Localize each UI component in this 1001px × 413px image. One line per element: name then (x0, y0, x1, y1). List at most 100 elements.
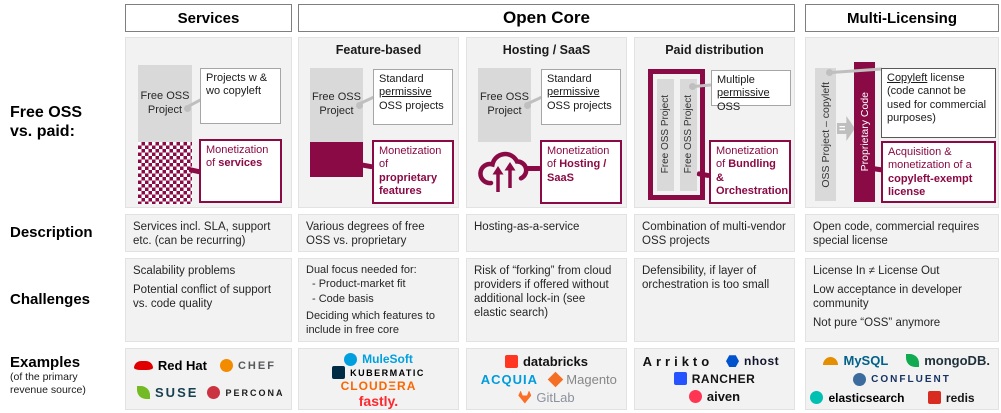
databricks-logo-text: databricks (522, 353, 589, 369)
free-oss-bar-label: Free OSS Project (659, 95, 671, 174)
rancher-logo-icon (673, 372, 687, 386)
logo-redhat: Red Hat (133, 358, 207, 373)
cloudera-logo-text: CLOUDΞRA (340, 379, 417, 393)
row-label-description: Description (2, 214, 122, 252)
monetization-bold: Bundling & Orchestration (716, 158, 789, 198)
diagram-feature-based: Feature-based Free OSS Project Standard … (298, 37, 459, 208)
header-services: Services (125, 4, 292, 32)
row-label-examples-subtext: (of the primary revenue source) (10, 371, 86, 396)
challenge-text: Risk of “forking” from cloud providers i… (474, 265, 612, 320)
challenges-paid-distribution: Defensibility, if layer of orchestration… (634, 258, 795, 342)
cloud-upload-icon (478, 151, 529, 192)
header-open-core-label: Open Core (503, 8, 590, 27)
note-text-post: license (code cannot be used for commerc… (887, 72, 987, 125)
free-oss-box: Free OSS Project (478, 68, 531, 142)
header-services-label: Services (177, 9, 240, 27)
proprietary-code-bar-label: Proprietary Code (858, 92, 871, 172)
description-multi-licensing: Open code, commercial requires special l… (805, 214, 999, 252)
header-multi-licensing-label: Multi-Licensing (847, 9, 957, 27)
acquia-logo-text: ACQUIA (480, 371, 539, 387)
copyleft-note-box: Copyleft license (code cannot be used fo… (881, 68, 996, 138)
magento-logo-text: Magento (566, 371, 617, 387)
note-text-post: OSS projects (379, 99, 444, 112)
challenges-multi-licensing: License In ≠ License Out Low acceptance … (805, 258, 999, 342)
equals-label: = (839, 122, 846, 135)
row-label-examples-text: Examples (10, 354, 81, 371)
row-label-challenges-text: Challenges (10, 291, 91, 309)
challenge-bullet: - Product-market fit (312, 278, 406, 291)
challenge-text: Defensibility, if layer of orchestration… (642, 265, 770, 292)
description-services: Services incl. SLA, support etc. (can be… (125, 214, 292, 252)
proprietary-block (310, 142, 363, 177)
confluent-logo-text: CONFLUENT (871, 373, 951, 385)
challenge-text: Deciding which features to include in fr… (306, 310, 436, 336)
nhost-logo-text: nhost (744, 354, 780, 369)
monetization-box: Monetization of services (199, 139, 282, 203)
challenge-text: Not pure “OSS” anymore (813, 317, 941, 330)
mongodb-logo-icon (906, 354, 920, 368)
note-underlined: permissive (379, 86, 432, 99)
description-text: Open code, commercial requires special l… (813, 221, 980, 248)
free-oss-box-label: Free OSS Project (480, 91, 529, 117)
monetization-text: Monetization of (379, 145, 442, 171)
magento-logo-icon (548, 371, 564, 387)
logo-gitlab: GitLab (513, 390, 581, 405)
suse-logo-icon (137, 386, 151, 399)
note-box: Standard permissive OSS projects (541, 69, 621, 125)
logo-magento: Magento (548, 371, 618, 387)
free-oss-box: Free OSS Project (138, 65, 192, 142)
logo-databricks: databricks (504, 353, 589, 369)
row-label-description-text: Description (10, 224, 93, 242)
fastly-logo-text: fastly. (358, 393, 399, 409)
monetization-text: Acquisition & monetization of a (888, 146, 972, 172)
oss-project-bar-label: OSS Project – copyleft (819, 81, 832, 188)
subheader-hosting-saas: Hosting / SaaS (502, 43, 591, 57)
aiven-logo-icon (688, 390, 702, 404)
monetization-text: Monetization of (547, 145, 610, 171)
logo-percona: PERCONA (207, 386, 284, 399)
connector-dot (184, 105, 191, 112)
gitlab-logo-icon (518, 390, 532, 404)
row-label-examples: Examples (of the primary revenue source) (2, 348, 122, 410)
logo-chef: CHEF (213, 359, 283, 372)
equals-arrow-icon: = (837, 116, 855, 141)
row-label-free-oss-text: Free OSS vs. paid: (10, 104, 83, 140)
challenge-text: Low acceptance in developer community (813, 284, 962, 311)
monetization-box: Monetization of Bundling & Orchestration (709, 140, 791, 204)
mulesoft-logo-icon (344, 352, 358, 366)
note-box: Projects w & wo copyleft (200, 68, 281, 124)
subheader-paid-distribution: Paid distribution (665, 43, 764, 57)
bundle-frame: Free OSS Project Free OSS Project (648, 69, 705, 200)
logo-suse: SUSE (133, 385, 203, 400)
logo-confluent: CONFLUENT (814, 372, 991, 386)
monetization-bold: proprietary features (379, 171, 438, 198)
free-oss-bar-label: Free OSS Project (682, 95, 694, 174)
free-oss-bar: Free OSS Project (656, 78, 674, 191)
aiven-logo-text: aiven (706, 389, 741, 405)
diagram-hosting-saas: Hosting / SaaS Free OSS Project Standard… (466, 37, 627, 208)
connector-dot (524, 102, 531, 109)
rancher-logo-text: RANCHER (691, 371, 756, 386)
logo-aiven: aiven (681, 389, 749, 404)
monetization-bold: Hosting / SaaS (547, 158, 607, 184)
note-text: Standard (379, 73, 424, 85)
logo-nhost: nhost (719, 354, 787, 368)
challenge-text: License In ≠ License Out (813, 265, 940, 277)
chef-logo-text: CHEF (237, 359, 276, 372)
challenges-feature-based: Dual focus needed for: - Product-market … (298, 258, 459, 342)
diagram-paid-distribution: Paid distribution Free OSS Project Free … (634, 37, 795, 208)
description-text: Services incl. SLA, support etc. (can be… (133, 221, 271, 248)
kubermatic-logo-icon (332, 366, 346, 379)
header-open-core: Open Core (298, 4, 795, 32)
diagram-multi-licensing: OSS Project – copyleft = Proprietary Cod… (805, 37, 999, 208)
monetization-box: Monetization of Hosting / SaaS (540, 140, 622, 204)
header-multi-licensing: Multi-Licensing (805, 4, 999, 32)
note-box: Standard permissive OSS projects (373, 69, 453, 125)
logo-cloudera: CLOUDΞRA (341, 379, 417, 393)
confluent-logo-icon (853, 372, 867, 386)
description-paid-distribution: Combination of multi-vendor OSS projects (634, 214, 795, 252)
